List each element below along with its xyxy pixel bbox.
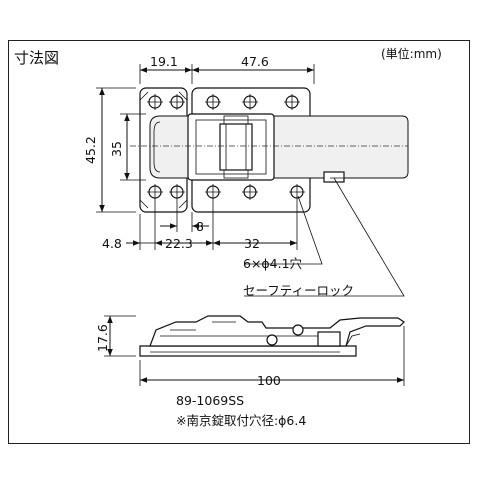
dim-hole-spacing: 8 [196,219,204,234]
side-view [139,315,405,357]
dim-top-left: 19.1 [150,54,178,69]
drawing-title: 寸法図 [14,49,59,67]
dim-side-height: 17.6 [95,324,110,352]
callout-holes: 6×ϕ4.1穴 [243,256,303,271]
dim-height-total: 45.2 [83,136,98,164]
dim-span-right: 32 [244,236,260,251]
dim-height-inner: 35 [109,141,124,157]
dim-span-mid: 22.3 [165,236,193,251]
drawing-frame [8,40,470,444]
padlock-note: ※南京錠取付穴径:ϕ6.4 [176,413,306,428]
callout-safety-lock: セーフティーロック [243,283,354,298]
top-view [130,87,409,213]
unit-label: (単位:mm) [381,46,442,61]
model-number: 89-1069SS [176,393,244,408]
dimension-lines [96,64,405,297]
dim-offset-left: 4.8 [102,236,122,251]
dim-length: 100 [257,373,281,388]
dim-top-right: 47.6 [241,54,269,69]
